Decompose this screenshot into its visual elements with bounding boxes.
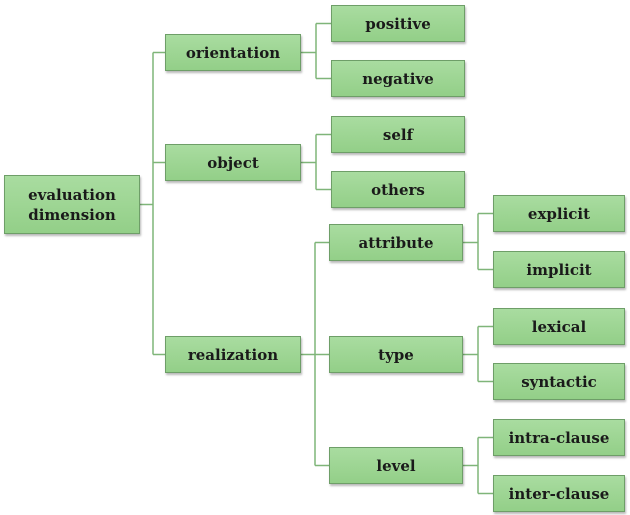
node-object: object <box>165 144 301 181</box>
node-orientation: orientation <box>165 34 301 71</box>
node-negative: negative <box>331 60 465 97</box>
node-realization: realization <box>165 336 301 373</box>
node-positive: positive <box>331 5 465 42</box>
node-attribute: attribute <box>329 224 463 261</box>
node-intra-clause: intra-clause <box>493 419 625 456</box>
node-evaluation-dimension: evaluation dimension <box>4 175 140 234</box>
node-others: others <box>331 171 465 208</box>
node-level: level <box>329 447 463 484</box>
node-explicit: explicit <box>493 195 625 232</box>
node-inter-clause: inter-clause <box>493 475 625 512</box>
node-type: type <box>329 336 463 373</box>
node-implicit: implicit <box>493 251 625 288</box>
node-self: self <box>331 116 465 153</box>
node-lexical: lexical <box>493 308 625 345</box>
node-syntactic: syntactic <box>493 363 625 400</box>
